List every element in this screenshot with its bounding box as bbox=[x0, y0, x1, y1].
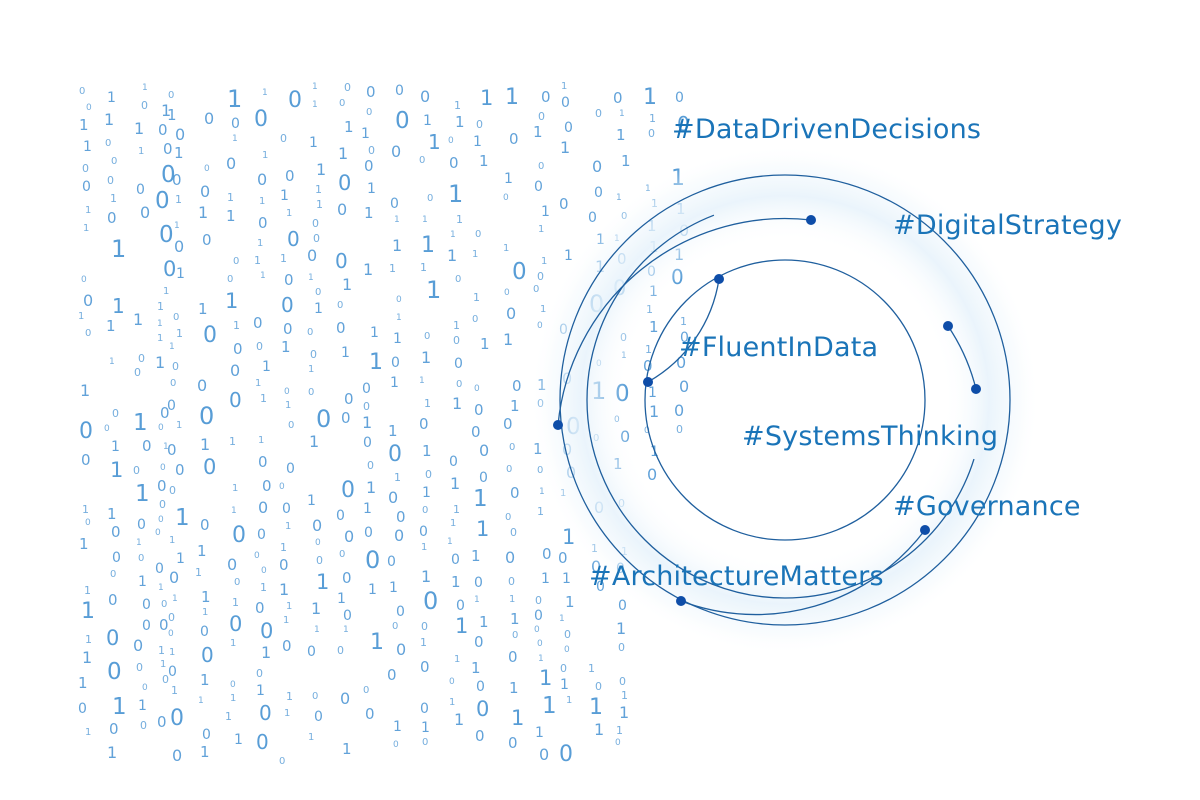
ring-glow bbox=[530, 145, 1040, 655]
node-dot bbox=[943, 321, 953, 331]
arc-path bbox=[647, 278, 720, 383]
node-dot bbox=[643, 377, 653, 387]
node-dot bbox=[971, 384, 981, 394]
node-dot bbox=[676, 596, 686, 606]
hashtag-label: #Governance bbox=[893, 491, 1081, 522]
outer-ring bbox=[559, 174, 1011, 626]
node-dot bbox=[920, 525, 930, 535]
arc-path bbox=[557, 217, 812, 426]
node-dot bbox=[806, 215, 816, 225]
hashtag-label: #DigitalStrategy bbox=[893, 210, 1123, 241]
middle-ring bbox=[586, 201, 984, 599]
inner-ring bbox=[644, 259, 926, 541]
hashtag-label: #SystemsThinking bbox=[742, 421, 999, 452]
node-dot bbox=[553, 420, 563, 430]
hashtag-label: #ArchitectureMatters bbox=[589, 561, 884, 592]
hashtag-label: #DataDrivenDecisions bbox=[672, 114, 982, 145]
hashtag-label: #FluentInData bbox=[679, 332, 879, 363]
node-dot bbox=[714, 274, 724, 284]
arc-path bbox=[680, 529, 926, 616]
